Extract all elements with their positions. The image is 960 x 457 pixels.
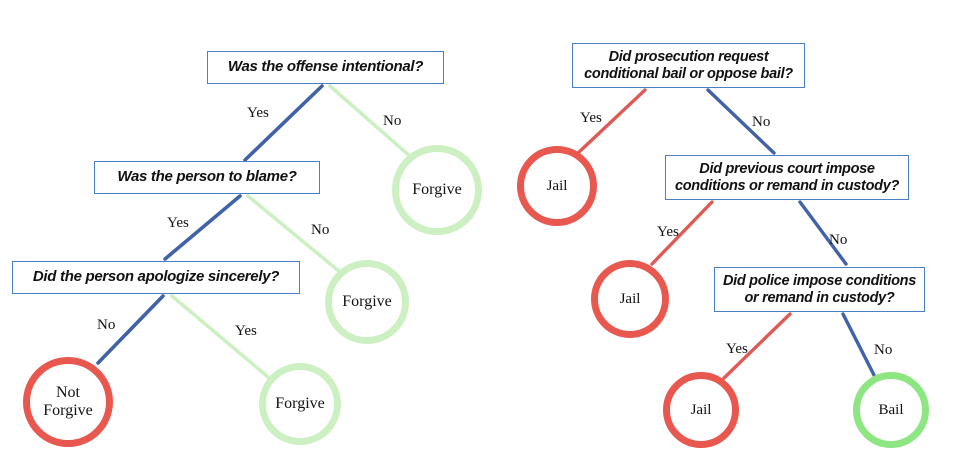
outcome-node-l-o4[interactable]: Not Forgive [23, 357, 113, 447]
outcome-node-r-o3[interactable]: Jail [663, 372, 739, 448]
decision-node-l-q2[interactable]: Was the person to blame? [94, 161, 320, 194]
edge-l-q1-to-l-q2 [243, 84, 324, 162]
edge-label-l-q2-yes: Yes [167, 215, 189, 231]
edge-label-r-q3-no: No [874, 342, 893, 358]
decision-node-r-q2[interactable]: Did previous court impose conditions or … [665, 155, 909, 200]
outcome-node-r-o4[interactable]: Bail [853, 372, 929, 448]
edge-label-l-q1-yes: Yes [247, 105, 269, 121]
edge-label-l-q1-no: No [383, 113, 402, 129]
decision-node-l-q3[interactable]: Did the person apologize sincerely? [12, 261, 300, 294]
edge-label-l-q3-no: No [97, 317, 116, 333]
outcome-node-l-o1[interactable]: Forgive [392, 145, 482, 235]
decision-node-r-q1[interactable]: Did prosecution request conditional bail… [572, 43, 805, 88]
edge-r-q3-to-r-o4 [841, 312, 877, 379]
edge-label-r-q1-yes: Yes [580, 110, 602, 126]
edge-label-r-q2-no: No [829, 232, 848, 248]
edge-label-r-q3-yes: Yes [726, 341, 748, 357]
edge-label-r-q2-yes: Yes [657, 224, 679, 240]
outcome-node-r-o2[interactable]: Jail [591, 260, 669, 338]
outcome-node-l-o2[interactable]: Forgive [325, 260, 409, 344]
edge-label-r-q1-no: No [752, 114, 771, 130]
edge-label-l-q3-yes: Yes [235, 323, 257, 339]
outcome-node-l-o3[interactable]: Forgive [259, 363, 341, 445]
outcome-node-r-o1[interactable]: Jail [517, 146, 597, 226]
decision-node-r-q3[interactable]: Did police impose conditions or remand i… [714, 267, 925, 312]
edge-label-l-q2-no: No [311, 222, 330, 238]
decision-node-l-q1[interactable]: Was the offense intentional? [207, 51, 444, 84]
